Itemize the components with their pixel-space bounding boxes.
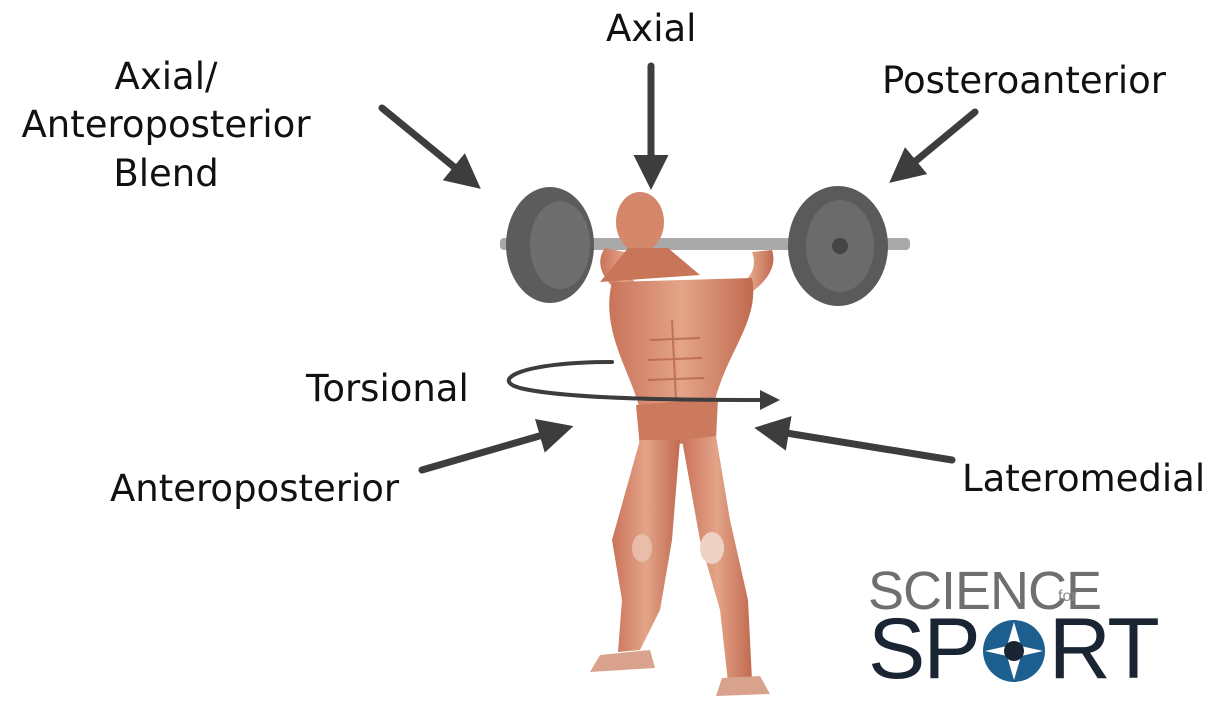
label-axial-ap-blend-line3: Blend — [16, 151, 316, 197]
label-lateromedial: Lateromedial — [962, 456, 1205, 502]
logo-sport-text: SP RT — [868, 600, 1158, 699]
label-axial: Axial — [606, 6, 696, 52]
barbell-plate-left-inner — [530, 201, 590, 289]
axial-ap-blend-arrow — [382, 108, 470, 180]
science-for-sport-logo: SCIENCE for SP RT — [868, 560, 1168, 700]
logo-sport-right: RT — [1049, 601, 1158, 697]
label-axial-ap-blend-line1: Axial/ — [16, 54, 316, 100]
logo-sport-o-icon — [981, 618, 1047, 684]
label-posteroanterior: Posteroanterior — [882, 58, 1166, 104]
posteroanterior-arrow — [900, 112, 975, 174]
anteroposterior-arrow — [422, 430, 560, 470]
label-axial-ap-blend: Axial/ Anteroposterior Blend — [16, 54, 316, 197]
anatomical-figure — [590, 192, 773, 696]
lateromedial-arrow — [768, 430, 952, 460]
label-torsional: Torsional — [306, 366, 469, 412]
label-anteroposterior: Anteroposterior — [110, 466, 399, 512]
logo-sport-left: SP — [868, 601, 979, 697]
label-axial-ap-blend-line2: Anteroposterior — [16, 102, 316, 148]
